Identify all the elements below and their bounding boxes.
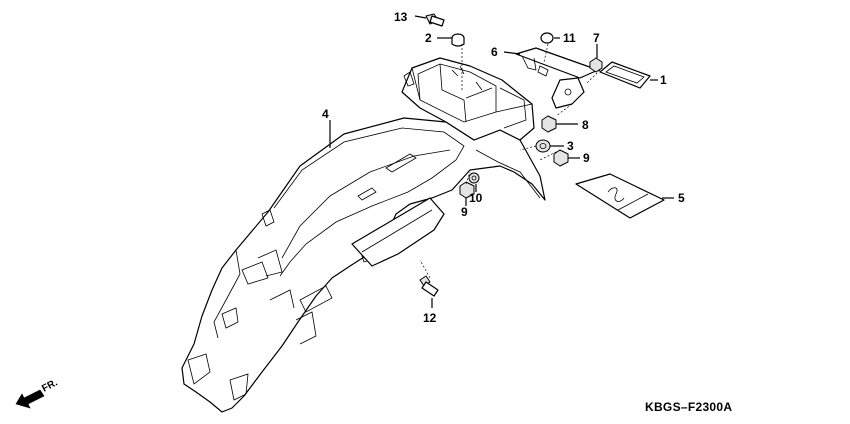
leader-lines — [329, 15, 674, 308]
reflector — [599, 61, 651, 89]
grommet-3 — [535, 139, 551, 153]
drawing-code: KBGS–F2300A — [645, 400, 732, 414]
rear-fender — [181, 57, 546, 413]
callout-4: 4 — [322, 107, 329, 121]
nut-9-left — [459, 181, 475, 199]
front-arrow-icon — [15, 389, 45, 409]
callout-12: 12 — [423, 311, 437, 325]
callout-2: 2 — [425, 31, 432, 45]
cover-plate — [575, 173, 665, 219]
front-indicator-label: FR. — [40, 377, 60, 394]
callout-9-right: 9 — [583, 151, 590, 165]
callout-13: 13 — [394, 10, 408, 24]
washer-10 — [468, 172, 480, 184]
callout-11: 11 — [563, 31, 576, 45]
callout-9-left: 9 — [461, 205, 468, 219]
bolt-13 — [425, 13, 445, 27]
nut-8 — [541, 115, 557, 133]
callout-3: 3 — [567, 139, 574, 153]
callout-5: 5 — [678, 191, 685, 205]
nut-7 — [589, 57, 603, 73]
callout-6: 6 — [491, 45, 498, 59]
callout-10: 10 — [469, 191, 483, 205]
grommet-11 — [540, 32, 554, 44]
callout-1: 1 — [660, 73, 667, 87]
callout-7: 7 — [593, 31, 600, 45]
nut-9-right — [553, 149, 569, 167]
callout-8: 8 — [582, 118, 589, 132]
bolt-12 — [419, 275, 439, 297]
license-bracket — [515, 47, 599, 109]
